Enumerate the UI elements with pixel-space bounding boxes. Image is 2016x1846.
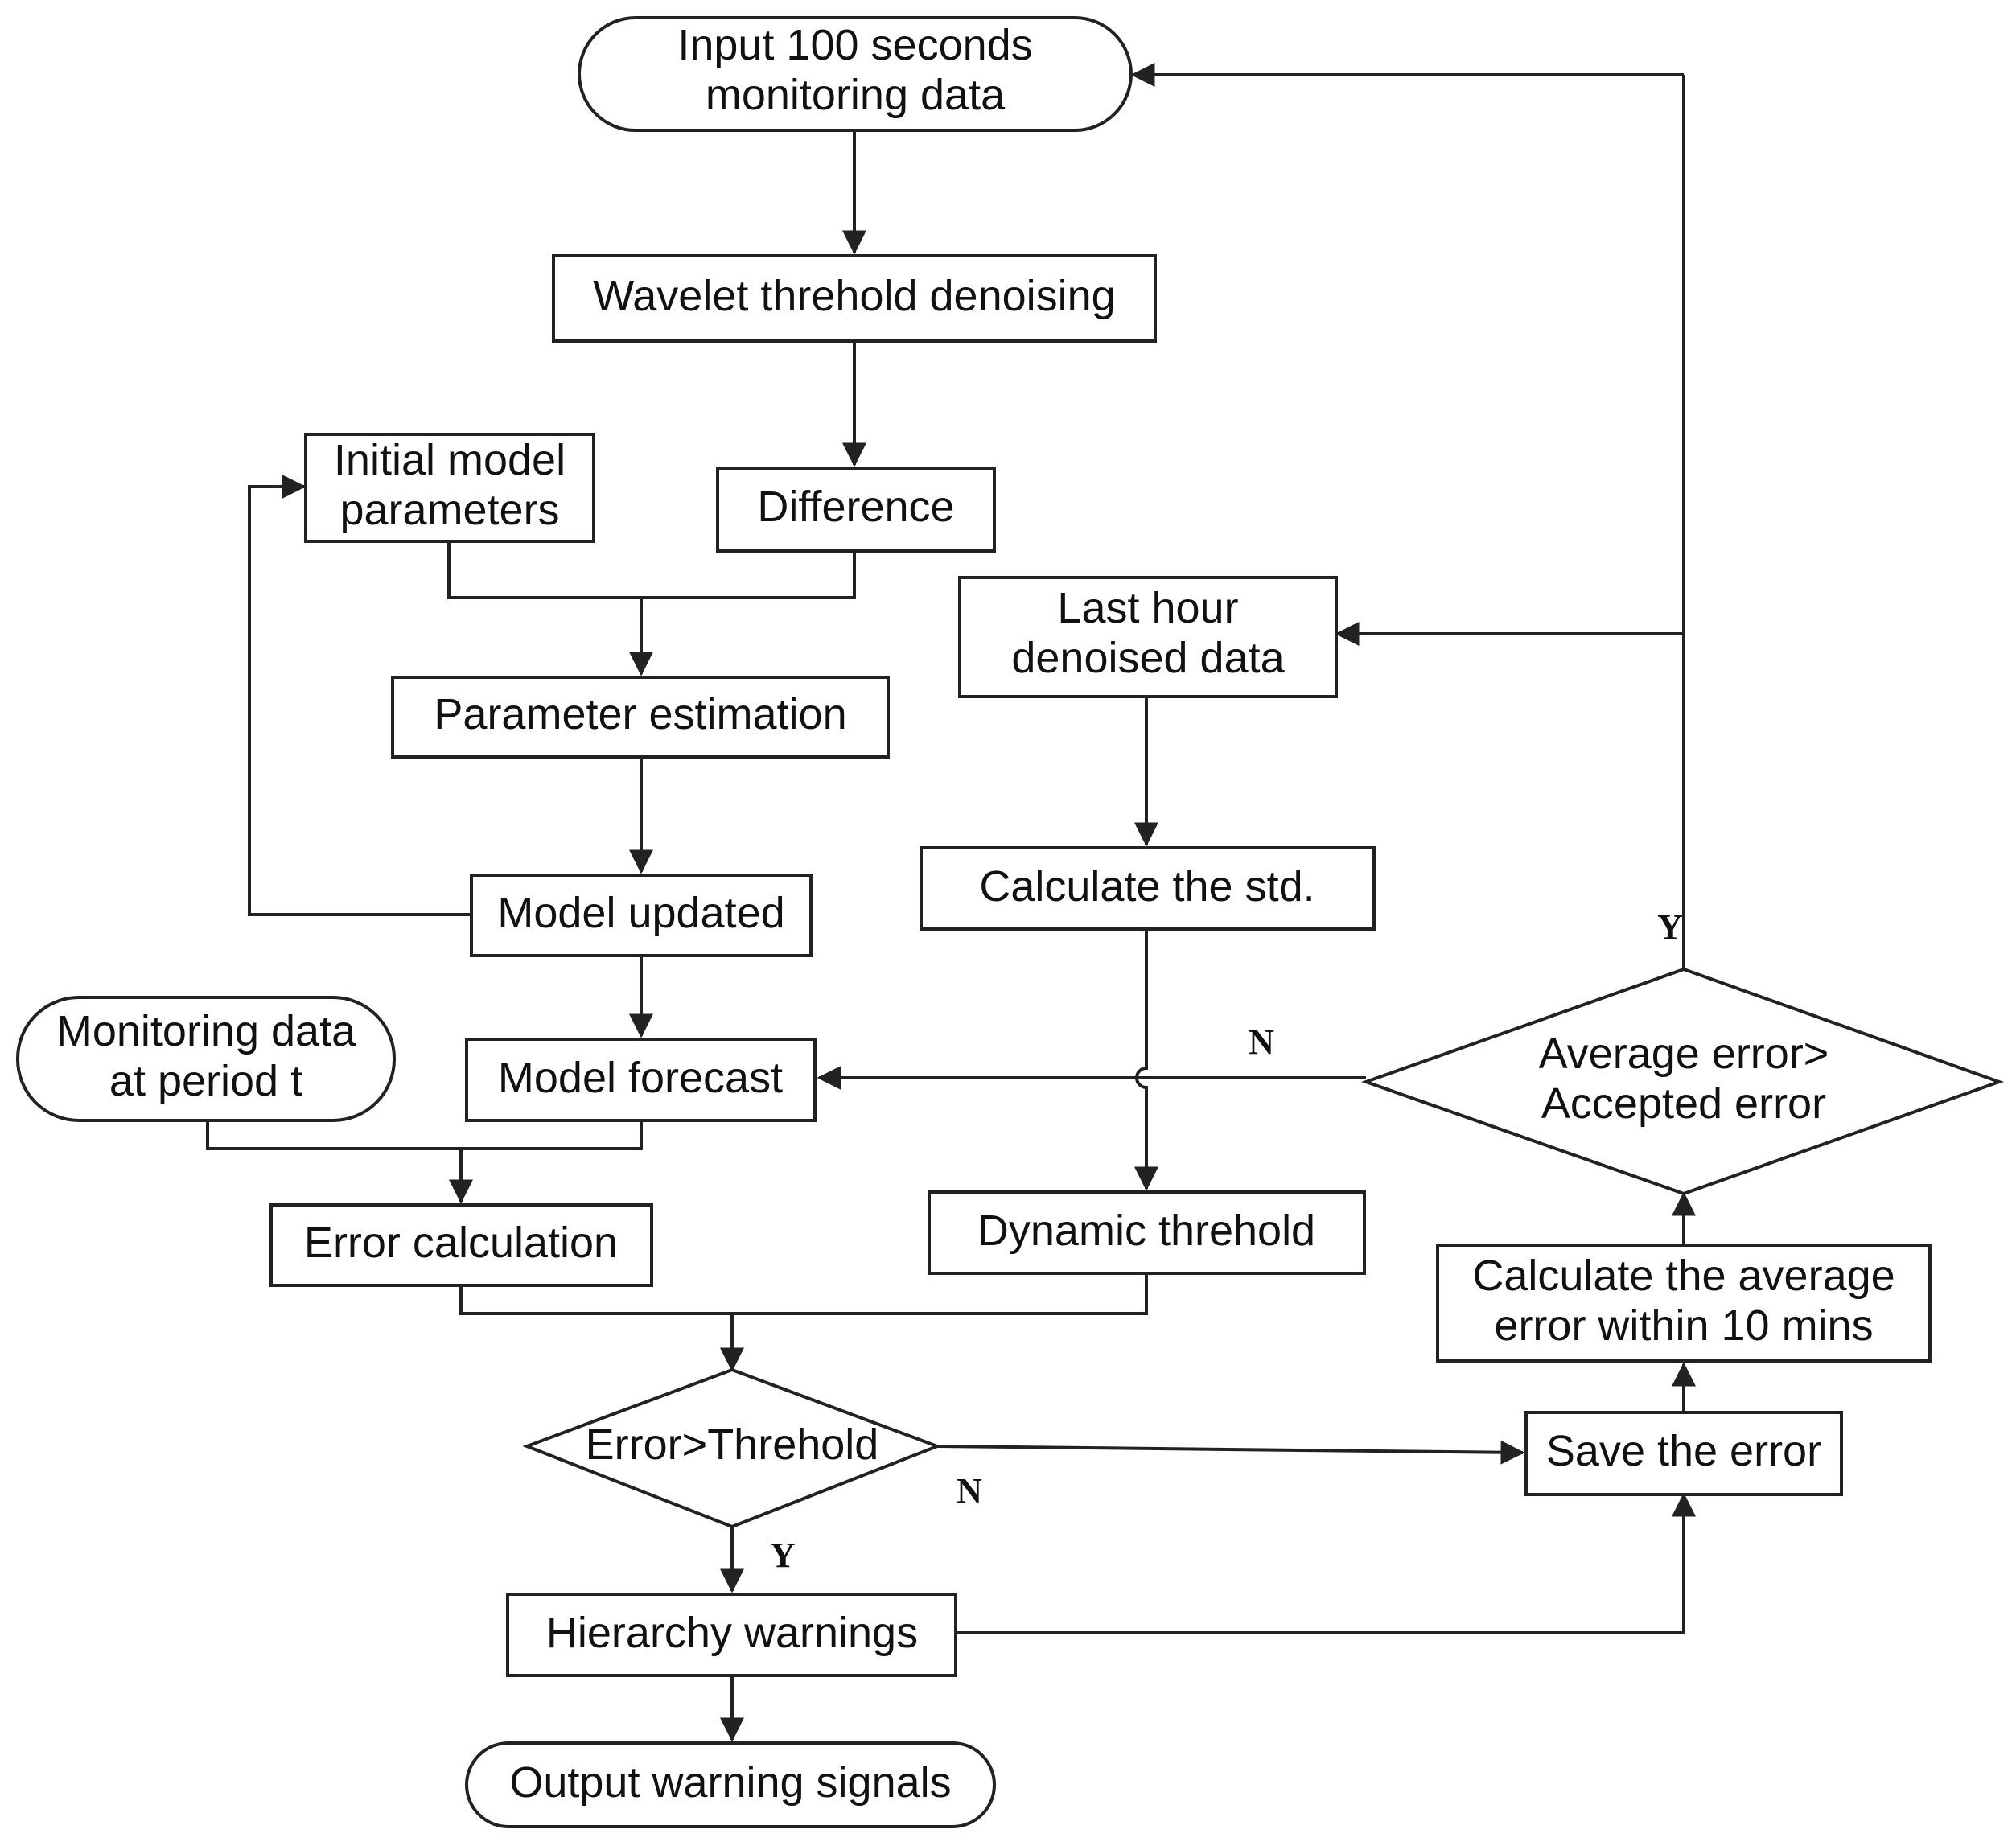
node-average-error-decision: Average error> Accepted error (1360, 967, 2004, 1196)
connector-merge-to-decision (459, 1273, 1148, 1315)
node-last-hour-line1: Last hour (1057, 584, 1238, 632)
node-model-updated-label: Model updated (497, 889, 784, 937)
node-model-updated: Model updated (470, 874, 813, 957)
node-dynamic-threshold: Dynamic threhold (928, 1190, 1366, 1275)
node-initial-params-line2: parameters (339, 486, 559, 534)
node-error-calculation-label: Error calculation (304, 1219, 618, 1267)
connector-merge-to-estimation (447, 541, 856, 599)
branch-label-error-yes: Y (770, 1536, 796, 1575)
connector-err-no (936, 1440, 1525, 1465)
node-output-signals: Output warning signals (465, 1741, 996, 1828)
connector-hierarchy-save (956, 1492, 1696, 1634)
node-error-threshold-decision-label: Error>Threhold (586, 1420, 879, 1469)
connector-merge-to-error (206, 1120, 643, 1150)
node-monitoring-period-line2: at period t (109, 1057, 302, 1105)
node-output-signals-label: Output warning signals (509, 1758, 951, 1807)
node-calculate-std-label: Calculate the std. (979, 862, 1315, 911)
node-input: Input 100 seconds monitoring data (578, 16, 1133, 132)
node-difference-label: Difference (757, 483, 954, 531)
connectors (206, 63, 1696, 1742)
node-save-error: Save the error (1524, 1411, 1843, 1496)
node-hierarchy-warnings-label: Hierarchy warnings (546, 1609, 918, 1657)
node-monitoring-period: Monitoring data at period t (16, 996, 396, 1122)
node-average-error-decision-line1: Average error> (1539, 1030, 1829, 1078)
connector-feedback-initial (248, 475, 471, 916)
node-save-error-label: Save the error (1546, 1427, 1821, 1475)
node-calculate-average: Calculate the average error within 10 mi… (1436, 1244, 1932, 1363)
node-wavelet-label: Wavelet threhold denoising (593, 272, 1115, 320)
branch-label-average-no: N (1249, 1022, 1274, 1062)
node-input-line1: Input 100 seconds (677, 21, 1032, 69)
node-error-calculation: Error calculation (269, 1203, 653, 1287)
node-wavelet: Wavelet threhold denoising (552, 254, 1157, 343)
node-average-error-decision-line2: Accepted error (1541, 1079, 1826, 1128)
branch-label-error-no: N (957, 1471, 982, 1511)
node-last-hour: Last hour denoised data (958, 576, 1338, 698)
node-model-forecast: Model forecast (465, 1038, 817, 1122)
node-hierarchy-warnings: Hierarchy warnings (506, 1593, 957, 1677)
node-last-hour-line2: denoised data (1011, 634, 1285, 682)
node-dynamic-threshold-label: Dynamic threhold (977, 1207, 1315, 1255)
node-model-forecast-label: Model forecast (498, 1054, 783, 1102)
node-parameter-estimation-label: Parameter estimation (434, 690, 846, 738)
node-calculate-average-line1: Calculate the average (1472, 1252, 1895, 1300)
node-monitoring-period-line1: Monitoring data (56, 1007, 356, 1055)
node-calculate-average-line2: error within 10 mins (1494, 1301, 1873, 1350)
node-input-line2: monitoring data (706, 71, 1006, 119)
node-error-threshold-decision: Error>Threhold (522, 1367, 942, 1529)
node-initial-params-line1: Initial model (334, 436, 566, 484)
node-difference: Difference (716, 467, 996, 553)
branch-label-average-yes: Y (1657, 907, 1683, 947)
node-parameter-estimation: Parameter estimation (391, 676, 890, 759)
node-calculate-std: Calculate the std. (920, 846, 1376, 931)
node-initial-params: Initial model parameters (304, 433, 595, 543)
connector-std-dynamic (1134, 929, 1158, 1191)
